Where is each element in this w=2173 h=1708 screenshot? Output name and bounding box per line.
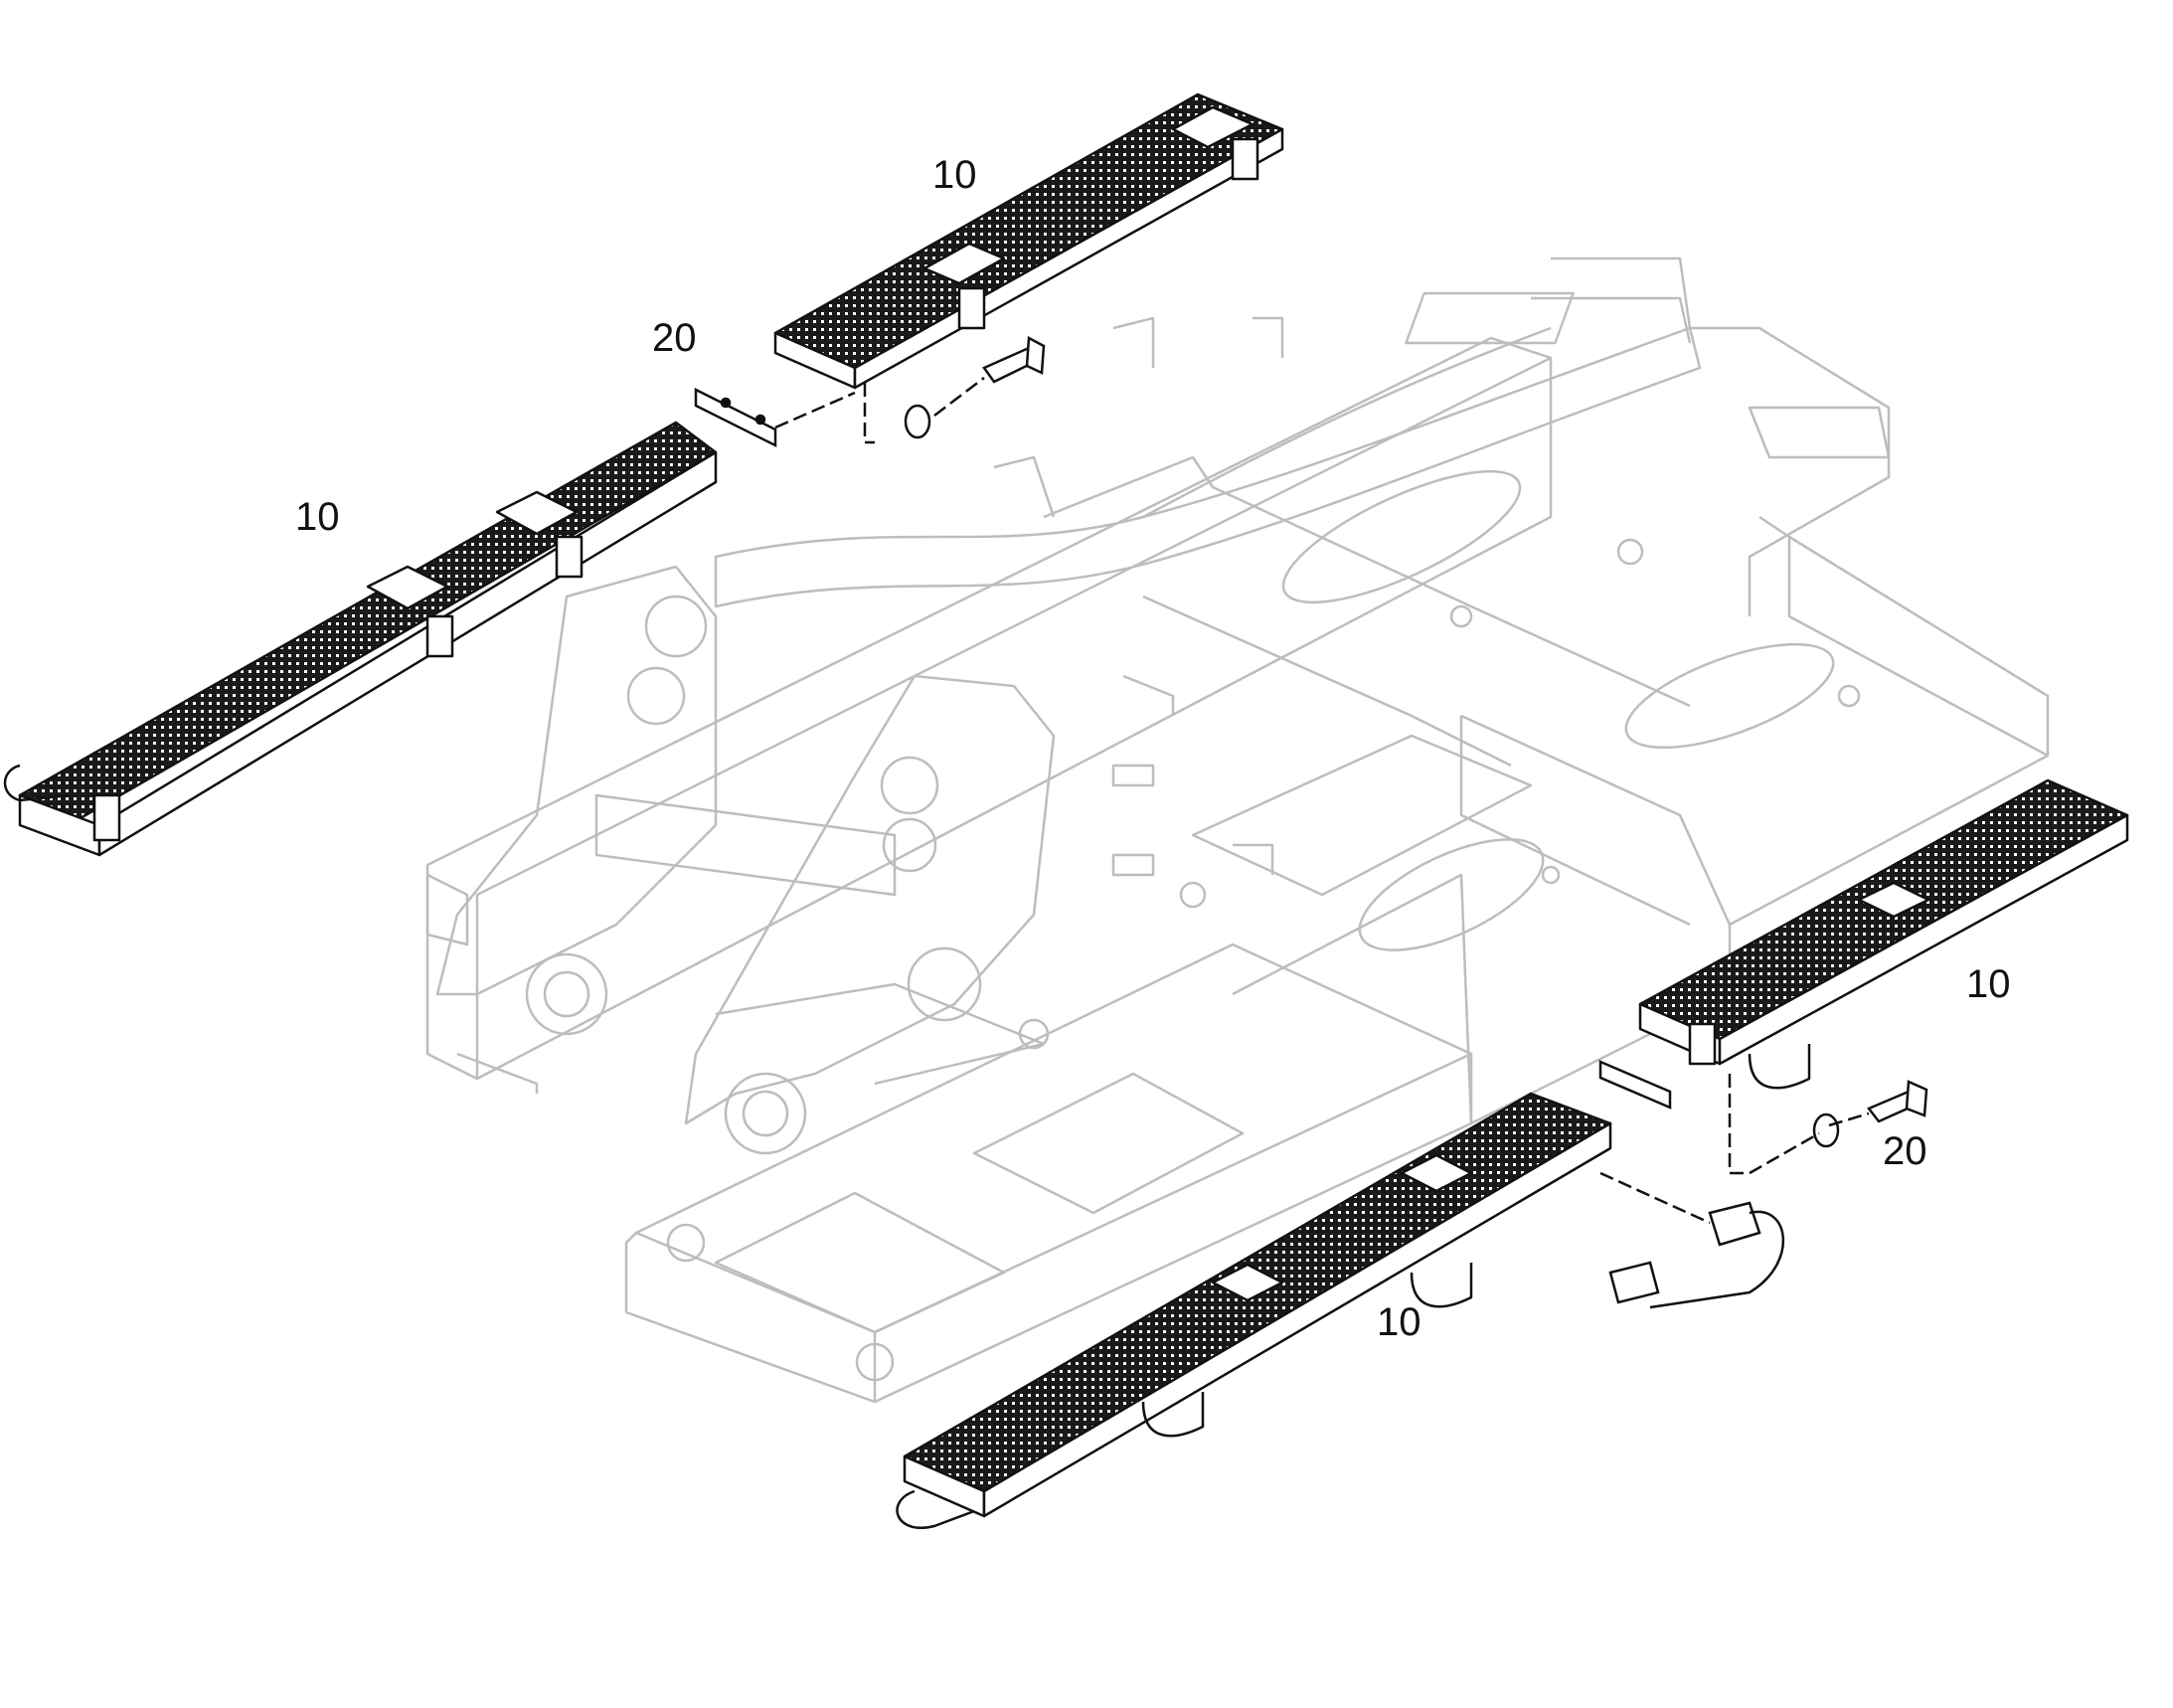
step-ladder-top — [773, 92, 1284, 390]
chassis-frame — [425, 256, 2050, 1404]
mounting-hardware-right — [1598, 1060, 1928, 1309]
callout-part-20: 20 — [1883, 1129, 1927, 1173]
callout-part-10: 10 — [932, 153, 977, 197]
step-ladder-right — [1638, 778, 2129, 1090]
step-ladder-bottom — [896, 1092, 1612, 1529]
step-ladder-left — [3, 421, 718, 857]
callout-part-10: 10 — [1377, 1300, 1421, 1344]
callout-part-10: 10 — [295, 495, 340, 539]
mounting-hardware-top — [694, 335, 1046, 448]
callout-part-10: 10 — [1966, 962, 2011, 1006]
callout-part-20: 20 — [652, 316, 697, 360]
